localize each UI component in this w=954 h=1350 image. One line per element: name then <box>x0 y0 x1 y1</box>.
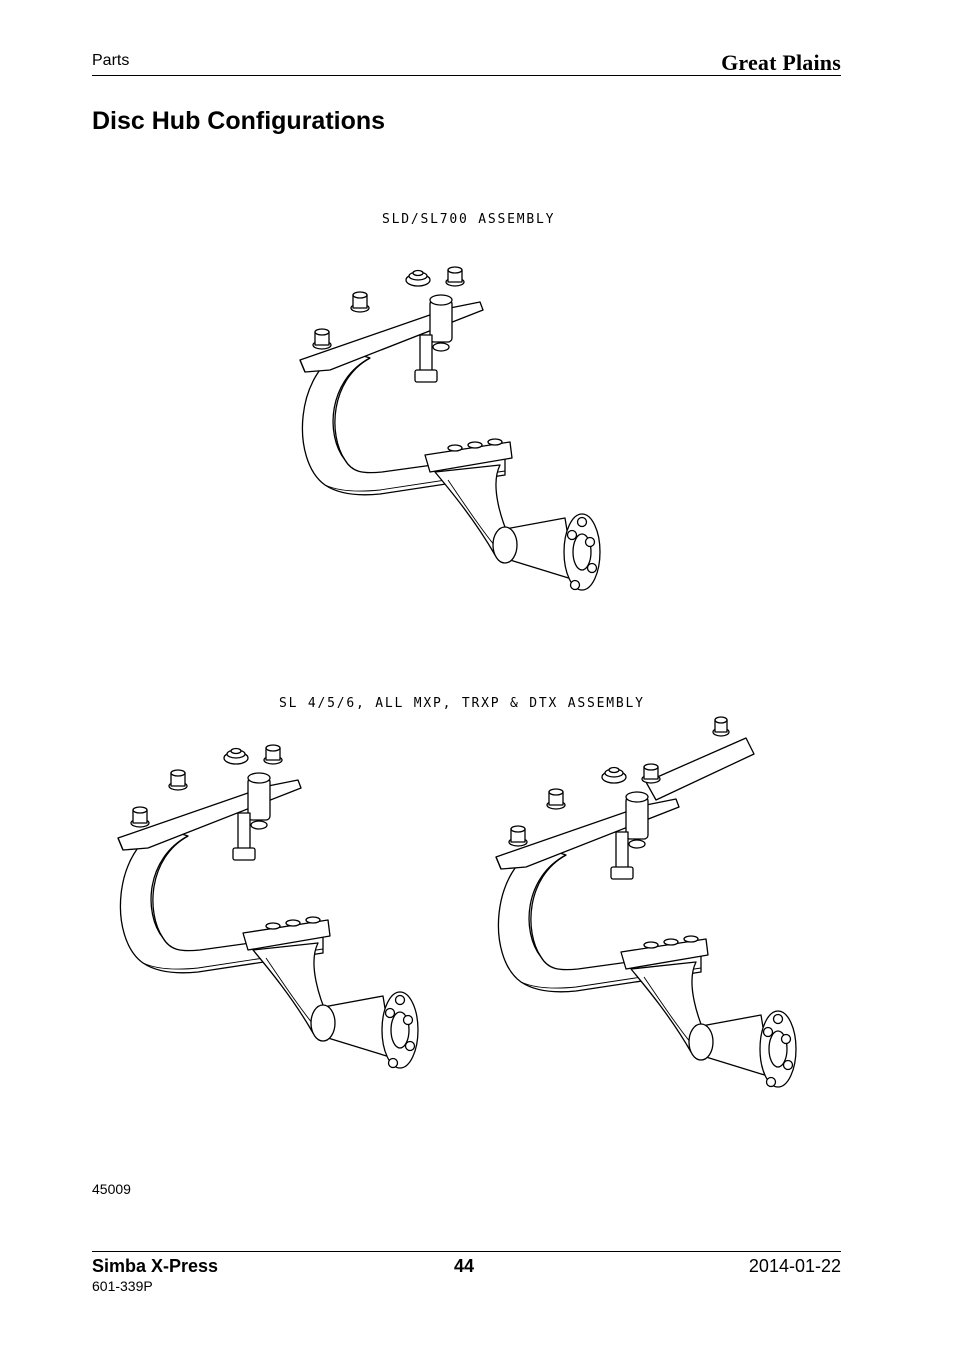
figure-caption-sld: SLD/SL700 ASSEMBLY <box>382 212 556 227</box>
brand-logo: Great Plains <box>721 50 841 75</box>
footer-divider <box>92 1251 841 1252</box>
header-divider <box>92 75 841 76</box>
footer-manual-title: Simba X-Press <box>92 1256 219 1276</box>
assembly-drawing-sl-right <box>495 712 826 1102</box>
footer-part-number: 601-339P <box>92 1278 153 1294</box>
page-title: Disc Hub Configurations <box>92 107 386 135</box>
assembly-drawing-sld <box>299 260 620 605</box>
figure-caption-sl-mxp: SL 4/5/6, ALL MXP, TRXP & DTX ASSEMBLY <box>279 696 645 711</box>
page-number: 44 <box>454 1256 475 1276</box>
figure-number: 45009 <box>92 1181 131 1197</box>
header-section-label: Parts <box>92 52 130 69</box>
assembly-drawing-sl-left <box>117 738 448 1083</box>
footer-date: 2014-01-22 <box>748 1256 841 1276</box>
